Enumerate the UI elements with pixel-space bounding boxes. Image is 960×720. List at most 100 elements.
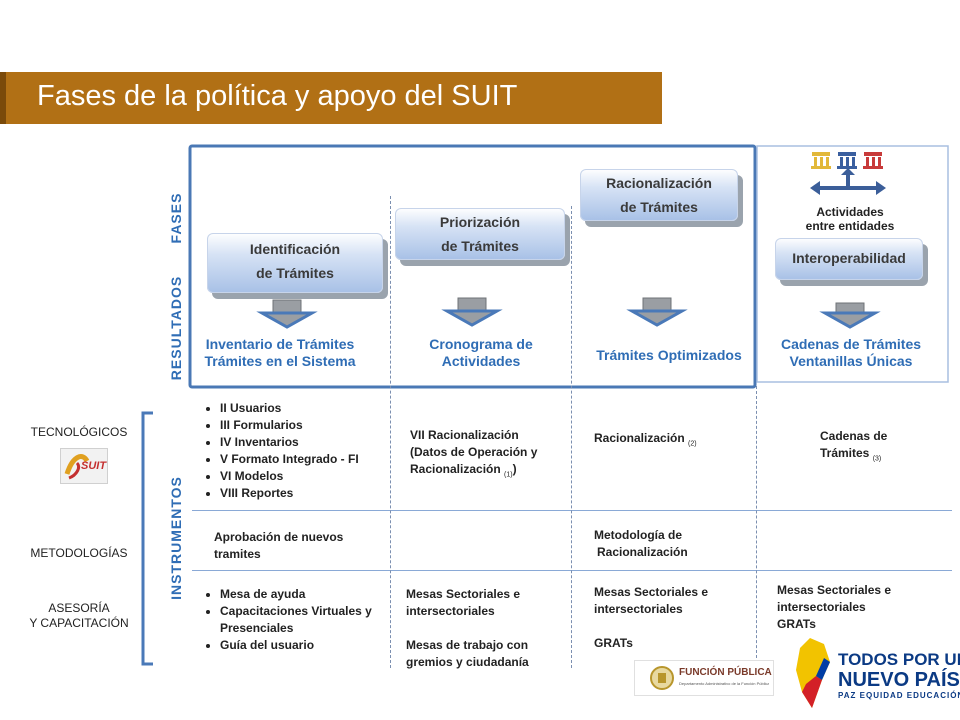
result-cadenas-line1: Cadenas de Trámites: [780, 336, 922, 352]
phase-identificacion-line1: Identificación: [249, 241, 341, 257]
tech-col4-text: Cadenas de Trámites (3): [820, 428, 940, 467]
asesoria-col4-a2: intersectoriales: [777, 600, 866, 614]
suit-logo-text: SUIT: [81, 460, 107, 472]
tech-col4-line1: Cadenas de: [820, 429, 888, 443]
asesoria-col2-a2: intersectoriales: [406, 604, 495, 618]
asesoria-col1-list: Mesa de ayuda Capacitaciones Virtuales y…: [202, 586, 387, 654]
asesoria-col2-text: Mesas Sectoriales e intersectoriales Mes…: [406, 586, 566, 671]
phase-identificacion: Identificación de Trámites: [207, 233, 383, 293]
tech-col2-line2: (Datos de Operación y: [410, 445, 538, 459]
method-col3-text: Metodología de Racionalización: [594, 527, 754, 561]
asesoria-col2-b2: gremios y ciudadanía: [406, 655, 529, 669]
funcion-publica-text: FUNCIÓN PÚBLICA: [679, 667, 772, 678]
phase-priorizacion-line1: Priorización: [439, 214, 521, 230]
column-separator-1: [390, 196, 391, 668]
asesoria-col4-a1: Mesas Sectoriales e: [777, 583, 892, 597]
tech-item-inventarios: IV Inventarios: [220, 434, 390, 451]
actividades-line2: entre entidades: [805, 219, 895, 233]
row-separator-1: [192, 510, 952, 511]
asesoria-item-mesa: Mesa de ayuda: [220, 586, 387, 603]
tech-item-formularios: III Formularios: [220, 417, 390, 434]
asesoria-col3-a1: Mesas Sectoriales e: [594, 585, 709, 599]
metodologias-text: METODOLOGÍAS: [30, 546, 128, 560]
tech-item-formato: V Formato Integrado - FI: [220, 451, 390, 468]
metodologias-label: METODOLOGÍAS: [14, 546, 144, 561]
asesoria-item-guia: Guía del usuario: [220, 637, 387, 654]
phase-racionalizacion-line2: de Trámites: [620, 199, 698, 215]
tech-item-usuarios: II Usuarios: [220, 400, 390, 417]
building-icon-yellow: [811, 152, 831, 169]
tecnologicos-text: TECNOLÓGICOS: [30, 425, 128, 439]
instruments-bracket: [141, 411, 153, 666]
result-inventario: Inventario de Trámites Trámites en el Si…: [200, 336, 360, 370]
asesoria-label: ASESORÍA Y CAPACITACIÓN: [14, 601, 144, 631]
down-arrow-icon-4: [819, 302, 881, 329]
result-inventario-line1: Inventario de Trámites: [205, 336, 355, 352]
down-arrow-icon-2: [441, 297, 503, 327]
interop-frame: [756, 145, 949, 383]
suit-logo: SUIT: [60, 448, 108, 484]
todos-por-un-nuevo-pais-logo: TODOS POR UN NUEVO PAÍS PAZ EQUIDAD EDUC…: [838, 650, 960, 702]
tech-col3-sub: (2): [688, 440, 697, 448]
actividades-entidades-label: Actividades entre entidades: [787, 205, 913, 233]
row-separator-2: [192, 570, 952, 571]
asesoria-line2: Y CAPACITACIÓN: [29, 616, 129, 630]
method-col1-line1: Aprobación de nuevos: [214, 530, 344, 544]
todos-line2: NUEVO PAÍS: [838, 669, 960, 691]
asesoria-col2-a1: Mesas Sectoriales e: [406, 587, 521, 601]
tech-col4-line2: Trámites (3): [820, 446, 882, 463]
title-bar: Fases de la política y apoyo del SUIT: [0, 72, 662, 124]
phase-interoperabilidad: Interoperabilidad: [775, 238, 923, 280]
tech-col2-line3: Racionalización (1)): [410, 462, 517, 479]
tech-col3-text: Racionalización (2): [594, 430, 754, 452]
tech-col2-text: VII Racionalización (Datos de Operación …: [410, 427, 570, 483]
phase-interoperabilidad-line1: Interoperabilidad: [792, 250, 906, 266]
phase-racionalizacion-line1: Racionalización: [606, 175, 712, 191]
result-cadenas: Cadenas de Trámites Ventanillas Únicas: [766, 336, 936, 370]
double-arrow-icon: [810, 168, 886, 195]
todos-line3: PAZ EQUIDAD EDUCACIÓN: [838, 691, 960, 700]
column-separator-3: [756, 386, 757, 668]
phase-identificacion-line2: de Trámites: [256, 265, 334, 281]
title-accent: [0, 72, 6, 124]
todos-line1: TODOS POR UN: [838, 650, 960, 669]
method-col3-line1: Metodología de: [594, 528, 682, 542]
escudo-icon: [650, 666, 674, 690]
method-col3-line2: Racionalización: [597, 545, 688, 559]
asesoria-item-capacitaciones: Capacitaciones Virtuales y Presenciales: [220, 603, 387, 637]
tech-item-modelos: VI Modelos: [220, 468, 390, 485]
tech-item-reportes: VIII Reportes: [220, 485, 390, 502]
down-arrow-icon-3: [626, 297, 688, 327]
method-col1-line2: tramites: [214, 547, 261, 561]
result-tramites-optimizados: Trámites Optimizados: [584, 347, 754, 364]
suit-logo-mark: [64, 454, 90, 480]
tech-col2-line1: VII Racionalización: [410, 428, 519, 442]
entidades-icon-group: [810, 152, 886, 195]
phase-priorizacion-line2: de Trámites: [441, 238, 519, 254]
tech-col3-line: Racionalización: [594, 431, 685, 445]
page-title: Fases de la política y apoyo del SUIT: [37, 80, 518, 112]
colombia-map-icon: [796, 638, 830, 708]
method-col1-text: Aprobación de nuevos tramites: [214, 529, 384, 563]
asesoria-col2-b1: Mesas de trabajo con: [406, 638, 529, 652]
building-icon-blue: [837, 152, 857, 169]
tech-col1-list: II Usuarios III Formularios IV Inventari…: [202, 400, 390, 502]
actividades-line1: Actividades: [816, 205, 884, 219]
result-cadenas-line2: Ventanillas Únicas: [789, 353, 913, 369]
asesoria-col3-a2: intersectoriales: [594, 602, 683, 616]
down-arrow-icon-1: [256, 299, 318, 329]
asesoria-line1: ASESORÍA: [48, 601, 110, 615]
result-cronograma-line2: Actividades: [441, 353, 521, 369]
result-optimizados-line1: Trámites Optimizados: [596, 347, 742, 363]
result-cronograma: Cronograma de Actividades: [408, 336, 554, 370]
building-icon-red: [863, 152, 883, 169]
asesoria-col3-text: Mesas Sectoriales e intersectoriales GRA…: [594, 584, 754, 652]
result-inventario-line2: Trámites en el Sistema: [204, 353, 356, 369]
funcion-publica-subtext: Departamento Administrativo de la Funció…: [679, 681, 769, 686]
main-phase-frame: [188, 144, 757, 389]
asesoria-col4-b: GRATs: [777, 617, 816, 631]
phase-racionalizacion: Racionalización de Trámites: [580, 169, 738, 221]
column-separator-2: [571, 206, 572, 668]
